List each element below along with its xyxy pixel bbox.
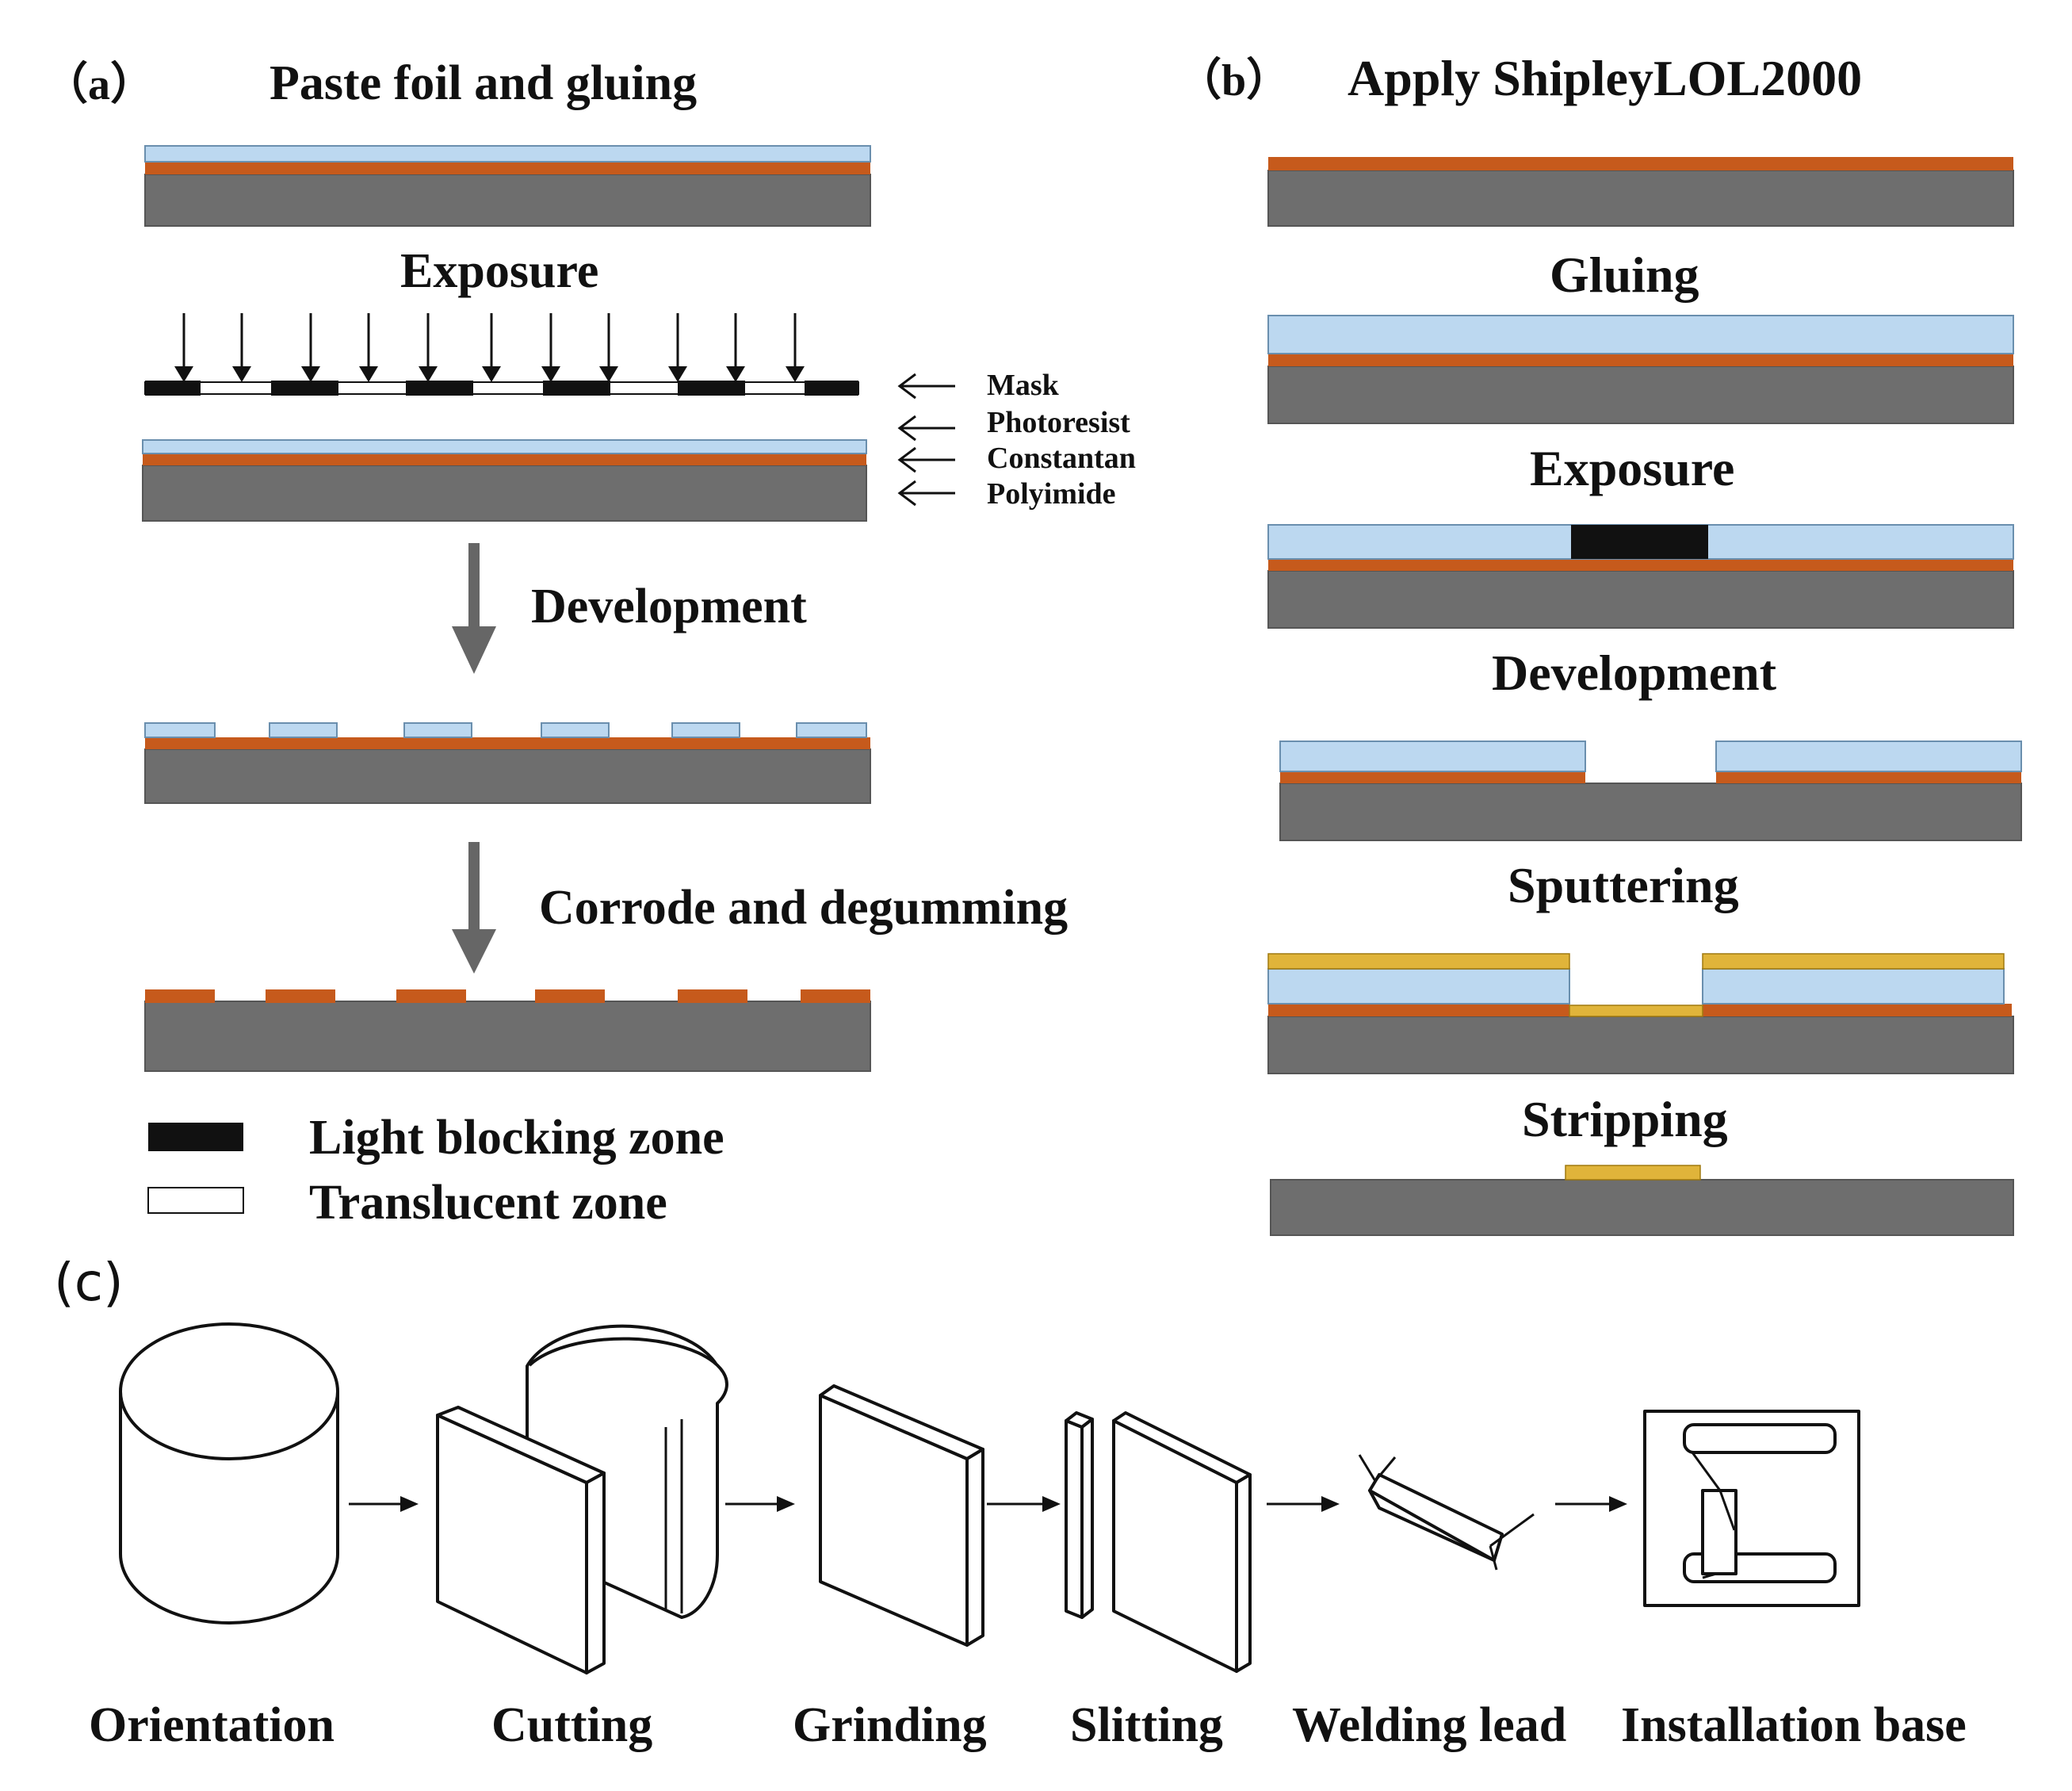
corrode-label: Corrode and degumming <box>539 881 1068 935</box>
stack-development-a <box>144 722 871 804</box>
legend-a: Light blocking zone Translucent zone <box>147 1111 724 1230</box>
panel-c-label: (c) <box>54 1252 124 1313</box>
stack-b-sputtering <box>1267 953 2014 1074</box>
panel-a-label: （a） <box>44 59 155 109</box>
flow-arrow-3 <box>987 1496 1061 1512</box>
step-installation-base: Installation base <box>1621 1698 1967 1752</box>
panel-b: （b） Apply ShipleyLOL2000 Gluing Exposure… <box>1177 50 2022 1236</box>
panel-a: （a） Paste foil and gluing Exposure <box>44 56 1136 1230</box>
flow-arrow-5 <box>1555 1496 1627 1512</box>
step-cutting: Cutting <box>491 1698 652 1752</box>
step-welding-lead: Welding lead <box>1292 1698 1566 1752</box>
development-label-b: Development <box>1492 645 1777 701</box>
label-constantan: Constantan <box>987 442 1136 475</box>
stack-b-stripping <box>1270 1165 2014 1236</box>
label-photoresist: Photoresist <box>987 406 1130 439</box>
grinding-icon <box>819 1384 984 1647</box>
mask <box>144 381 859 396</box>
legend-light-blocking: Light blocking zone <box>309 1111 724 1165</box>
installation-base-icon <box>1643 1410 1860 1607</box>
flow-arrow-4 <box>1267 1496 1340 1512</box>
sputtering-label: Sputtering <box>1508 857 1739 913</box>
panel-c: (c) <box>54 1252 1967 1752</box>
panel-a-title: Paste foil and gluing <box>270 56 697 110</box>
down-arrow-1 <box>452 543 496 674</box>
welding-lead-icon <box>1358 1454 1535 1571</box>
cutting-icon <box>436 1324 728 1674</box>
stack-b-gluing <box>1267 315 2014 424</box>
flow-arrow-2 <box>725 1496 795 1512</box>
exposure-label-a: Exposure <box>400 244 598 298</box>
label-mask: Mask <box>987 369 1060 402</box>
legend-swatch-light-blocking <box>148 1123 243 1151</box>
legend-translucent: Translucent zone <box>309 1176 667 1230</box>
legend-swatch-translucent <box>147 1187 244 1214</box>
stack-b-development <box>1279 741 2022 841</box>
stack-exposure <box>142 439 867 522</box>
panel-b-title: Apply ShipleyLOL2000 <box>1348 50 1862 106</box>
stack-corrode <box>144 989 871 1072</box>
label-polyimide: Polyimide <box>987 477 1116 511</box>
layer-labels: Mask Photoresist Constantan Polyimide <box>897 369 1136 511</box>
panel-b-label: （b） <box>1177 55 1290 105</box>
light-arrows <box>174 313 805 382</box>
development-label-a: Development <box>531 580 807 633</box>
stack-b-base <box>1267 157 2014 227</box>
down-arrow-2 <box>452 842 496 974</box>
cylinder-icon <box>119 1322 339 1625</box>
stack-paste-foil <box>144 145 871 227</box>
slitting-icon <box>1065 1411 1252 1673</box>
gluing-label: Gluing <box>1550 247 1699 303</box>
stack-b-exposure <box>1267 524 2014 629</box>
flow-arrow-1 <box>349 1496 419 1512</box>
exposure-label-b: Exposure <box>1530 440 1734 496</box>
stripping-label: Stripping <box>1522 1091 1728 1147</box>
step-orientation: Orientation <box>89 1698 335 1752</box>
step-slitting: Slitting <box>1070 1698 1223 1752</box>
step-grinding: Grinding <box>793 1698 987 1752</box>
